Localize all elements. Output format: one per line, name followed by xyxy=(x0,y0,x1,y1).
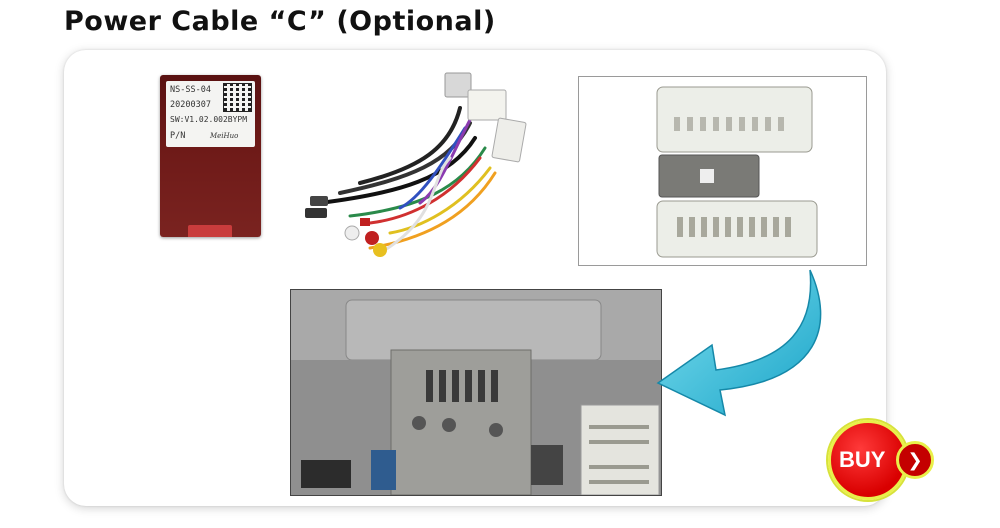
module-glow xyxy=(188,225,232,237)
decoder-module-photo: NS-SS-04 20200307 SW:V1.02.002BYPM P/N M… xyxy=(160,75,261,237)
module-label-pn: P/N xyxy=(170,131,186,141)
chevron-right-icon: ❯ xyxy=(907,449,923,471)
page-title: Power Cable “C” (Optional) xyxy=(64,6,496,37)
curved-arrow-icon xyxy=(656,269,822,417)
buy-button-label: BUY xyxy=(839,447,886,472)
module-label: NS-SS-04 20200307 SW:V1.02.002BYPM P/N M… xyxy=(166,81,255,147)
radio-back-photo xyxy=(290,289,662,496)
module-label-date: 20200307 xyxy=(170,100,211,110)
radio-back-drawing xyxy=(291,290,661,495)
module-label-sw: SW:V1.02.002BYPM xyxy=(170,115,248,124)
module-label-brand: MeiHuo xyxy=(210,132,239,140)
buy-button[interactable]: BUY xyxy=(828,420,908,500)
module-label-model: NS-SS-04 xyxy=(170,85,211,95)
qr-code-icon xyxy=(223,83,252,112)
wire-harness-photo xyxy=(305,72,527,257)
buy-arrow-button[interactable]: ❯ xyxy=(896,441,934,479)
connector-drawing xyxy=(656,86,818,258)
connector-photo xyxy=(578,76,867,266)
